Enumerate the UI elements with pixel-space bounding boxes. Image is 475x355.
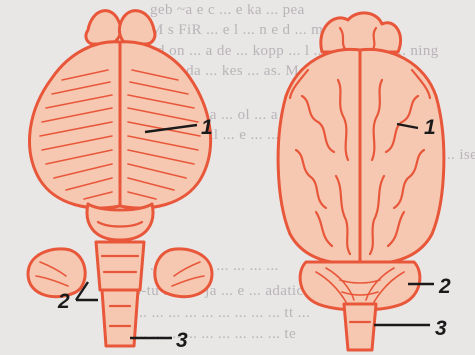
left-hemisphere	[30, 42, 120, 208]
label-right-2: 2	[439, 276, 451, 297]
label-left-2: 2	[58, 291, 70, 312]
label-left-1: 1	[201, 117, 213, 138]
frontal-lobe	[321, 13, 401, 52]
medulla	[344, 304, 376, 350]
right-hemisphere	[120, 42, 211, 208]
right-olfactory-bulb	[119, 11, 154, 44]
label-right-1: 1	[424, 117, 436, 138]
label-left-3: 3	[176, 330, 188, 351]
cerebellum-vermis	[96, 242, 144, 290]
cerebellum-left-lobe	[28, 249, 85, 297]
right-brain	[278, 13, 444, 350]
left-olfactory-bulb	[86, 11, 121, 44]
cerebellum-right-lobe	[155, 249, 212, 297]
label-right-3: 3	[435, 318, 447, 339]
left-brain	[28, 11, 212, 346]
